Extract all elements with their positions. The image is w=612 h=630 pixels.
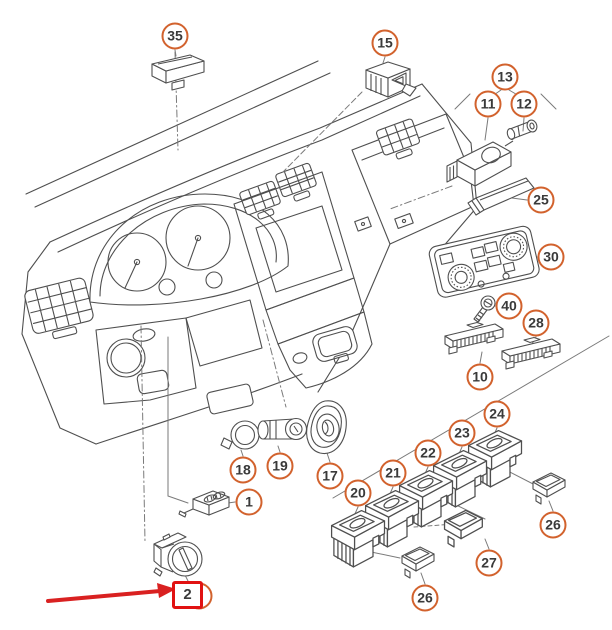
part-18-ring[interactable] xyxy=(220,420,260,450)
part-20[interactable] xyxy=(330,509,386,568)
callout-1[interactable]: 1 xyxy=(235,488,263,516)
callout-22[interactable]: 22 xyxy=(414,439,442,467)
callout-18[interactable]: 18 xyxy=(229,456,257,484)
part-26-bottom[interactable] xyxy=(401,546,435,579)
callout-23[interactable]: 23 xyxy=(448,419,476,447)
part-40-screw[interactable] xyxy=(473,295,496,323)
part-30-climate-control[interactable] xyxy=(428,225,541,299)
callout-10[interactable]: 10 xyxy=(466,363,494,391)
part-26-right[interactable] xyxy=(532,472,566,505)
part-19-cylinder[interactable] xyxy=(257,417,308,441)
callout-12[interactable]: 12 xyxy=(510,90,538,118)
part-25[interactable] xyxy=(467,177,535,216)
callout-30[interactable]: 30 xyxy=(537,243,565,271)
callout-20[interactable]: 20 xyxy=(344,479,372,507)
part-1-dimmer[interactable] xyxy=(178,490,230,518)
callout-40[interactable]: 40 xyxy=(495,292,523,320)
dashboard-line-art xyxy=(21,60,478,445)
callout-28[interactable]: 28 xyxy=(522,309,550,337)
part-2-headlight-switch[interactable] xyxy=(153,532,203,577)
callout-21[interactable]: 21 xyxy=(379,459,407,487)
callout-26-right[interactable]: 26 xyxy=(539,511,567,539)
callout-17[interactable]: 17 xyxy=(316,462,344,490)
callout-13[interactable]: 13 xyxy=(491,63,519,91)
callout-35[interactable]: 35 xyxy=(161,22,189,50)
highlight-arrow xyxy=(46,583,176,603)
part-27[interactable] xyxy=(443,509,483,548)
callout-25[interactable]: 25 xyxy=(527,186,555,214)
callout-26-bottom[interactable]: 26 xyxy=(411,584,439,612)
part-28[interactable] xyxy=(501,336,561,370)
part-17-bezel[interactable] xyxy=(306,400,347,455)
leader-lines xyxy=(140,49,610,585)
callout-15[interactable]: 15 xyxy=(371,29,399,57)
part-12[interactable] xyxy=(506,119,538,140)
callout-19[interactable]: 19 xyxy=(266,452,294,480)
part-10[interactable] xyxy=(444,321,504,355)
part-35[interactable] xyxy=(151,54,205,91)
part-15[interactable] xyxy=(365,61,417,98)
callout-2-highlight-box[interactable]: 2 xyxy=(172,581,203,609)
callout-11[interactable]: 11 xyxy=(474,90,502,118)
callout-27[interactable]: 27 xyxy=(475,549,503,577)
part-11[interactable] xyxy=(446,140,514,187)
callout-24[interactable]: 24 xyxy=(483,400,511,428)
